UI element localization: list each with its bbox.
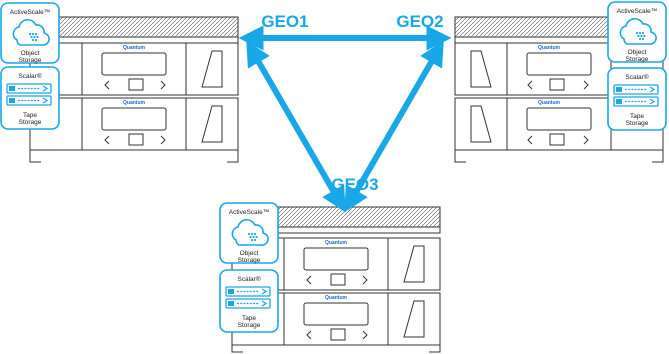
tape-badge-title: Scalar® — [18, 72, 41, 80]
object-badge-caption-2: Storage — [19, 57, 42, 64]
tape-storage-badge: Scalar® Tape Storage — [219, 269, 279, 333]
object-badge-caption-1: Object — [628, 49, 647, 56]
object-badge-caption-1: Object — [240, 250, 259, 257]
site-geo1: Quantum Quantum ActiveScale™ Object Stor… — [0, 2, 239, 163]
tape-storage-badge: Scalar® Tape Storage — [607, 67, 667, 131]
object-badge-title: ActiveScale™ — [10, 9, 50, 16]
tape-badge-caption-1: Tape — [242, 315, 256, 322]
unit-brand-label: Quantum — [538, 45, 560, 51]
tape-storage-badge: Scalar® Tape Storage — [0, 66, 60, 130]
object-badge-caption-2: Storage — [626, 56, 649, 63]
library-vent-grille — [29, 16, 239, 38]
object-badge-title: ActiveScale™ — [229, 209, 269, 216]
geo3-label: GEO3 — [331, 175, 378, 194]
arrow-geo2-geo3 — [344, 40, 444, 213]
object-storage-badge: ActiveScale™ Object Storage — [0, 2, 60, 64]
object-badge-caption-1: Object — [21, 50, 40, 57]
unit-brand-label: Quantum — [123, 45, 145, 51]
object-storage-badge: ActiveScale™ Object Storage — [219, 202, 279, 264]
arrow-geo1-geo3 — [246, 40, 346, 213]
tape-badge-title: Scalar® — [237, 275, 260, 283]
geo1-label: GEO1 — [261, 12, 308, 31]
unit-brand-label: Quantum — [538, 100, 560, 106]
unit-brand-label: Quantum — [123, 100, 145, 106]
geo2-label: GEO2 — [396, 12, 443, 31]
object-storage-badge: ActiveScale™ Object Storage — [607, 1, 667, 63]
unit-brand-label: Quantum — [325, 295, 347, 301]
tape-badge-caption-2: Storage — [19, 119, 42, 126]
tape-badge-caption-1: Tape — [630, 113, 644, 120]
tape-badge-caption-1: Tape — [23, 112, 37, 119]
tape-badge-title: Scalar® — [625, 73, 648, 81]
site-geo3: Quantum Quantum ActiveScale™ Object Stor… — [219, 202, 441, 353]
tape-badge-caption-2: Storage — [626, 120, 649, 127]
replication-arrows — [238, 25, 452, 213]
tape-badge-caption-2: Storage — [238, 322, 261, 329]
site-geo2: Quantum Quantum ActiveScale™ Object Stor… — [454, 1, 667, 163]
object-badge-caption-2: Storage — [238, 257, 261, 264]
object-badge-title: ActiveScale™ — [617, 8, 657, 15]
unit-brand-label: Quantum — [325, 240, 347, 246]
